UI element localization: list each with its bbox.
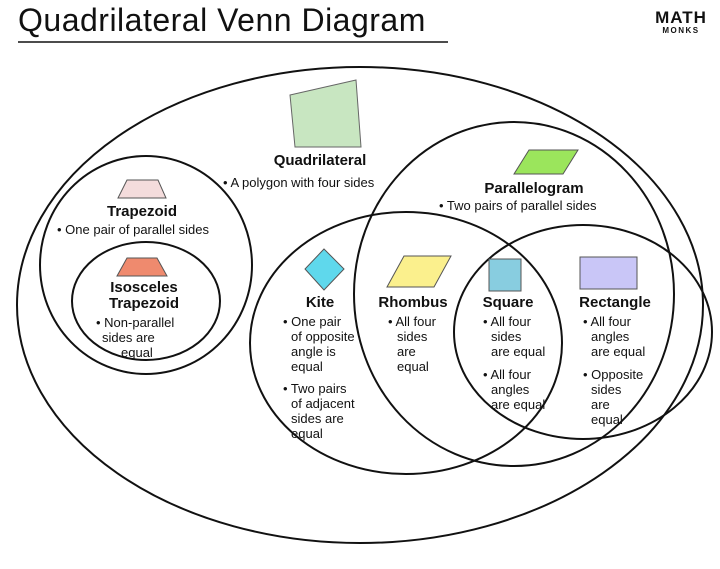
rectangle-bullet-line: sides: [591, 382, 622, 397]
kite-bullet-line: sides are: [291, 411, 344, 426]
parallelogram-shape: [513, 149, 579, 175]
rhombus-bullet-line: are: [397, 344, 416, 359]
parallelogram-bullet: • Two pairs of parallel sides: [439, 198, 597, 213]
math-monks-logo: MATH MONKS: [654, 8, 708, 35]
square-bullet-line: are equal: [491, 397, 545, 412]
kite-bullet-line: equal: [291, 426, 323, 441]
square-shape: [488, 258, 522, 292]
rectangle-shape: [579, 256, 638, 290]
square-bullet-line: sides: [491, 329, 522, 344]
isosceles-bullet-line: equal: [121, 345, 153, 360]
kite-bullet-line: • One pair: [283, 314, 342, 329]
kite-bullet-line: of opposite: [291, 329, 355, 344]
rectangle-bullet-line: are equal: [591, 344, 645, 359]
isosceles-bullet-line: • Non-parallel: [96, 315, 174, 330]
rhombus-shape: [386, 255, 452, 288]
kite-bullet-line: • Two pairs: [283, 381, 347, 396]
square-bullet-line: • All four: [483, 367, 532, 382]
logo-main-text: MATH: [655, 8, 707, 27]
isosceles-trapezoid-circle: [71, 241, 221, 361]
parallelogram-label: Parallelogram: [484, 180, 583, 197]
quadrilateral-circle: [16, 66, 704, 544]
trapezoid-label: Trapezoid: [107, 203, 177, 220]
rectangle-bullet-line: angles: [591, 329, 630, 344]
quadrilateral-bullet: • A polygon with four sides: [223, 175, 375, 190]
rhombus-bullet-line: sides: [397, 329, 428, 344]
logo-sub-text: MONKS: [662, 26, 700, 35]
page-title: Quadrilateral Venn Diagram: [18, 2, 426, 38]
rectangle-bullet-line: • Opposite: [583, 367, 643, 382]
rectangle-square-circle: [453, 224, 713, 440]
rhombus-bullet-line: • All four: [388, 314, 437, 329]
kite-bullet-line: of adjacent: [291, 396, 355, 411]
trapezoid-shape: [117, 179, 167, 199]
square-bullet-line: • All four: [483, 314, 532, 329]
quadrilateral-label: Quadrilateral: [274, 152, 367, 169]
quadrilateral-shape: [289, 79, 362, 148]
rhombus-bullet-line: equal: [397, 359, 429, 374]
kite-bullet-line: equal: [291, 359, 323, 374]
kite-label: Kite: [306, 294, 334, 311]
rectangle-bullet-line: equal: [591, 412, 623, 427]
trapezoid-circle: [39, 155, 253, 375]
parallelogram-circle: [353, 121, 675, 467]
rectangle-bullet-line: • All four: [583, 314, 632, 329]
kite-rhombus-circle: [249, 211, 563, 475]
square-label: Square: [483, 294, 534, 311]
square-bullet-line: angles: [491, 382, 530, 397]
rhombus-label: Rhombus: [378, 294, 447, 311]
isosceles-label-line2: Trapezoid: [109, 295, 179, 312]
rectangle-bullet-line: are: [591, 397, 610, 412]
kite-bullet-line: angle is: [291, 344, 336, 359]
kite-shape: [304, 248, 345, 291]
square-bullet-line: are equal: [491, 344, 545, 359]
isosceles-trapezoid-shape: [116, 257, 168, 277]
rectangle-label: Rectangle: [579, 294, 651, 311]
isosceles-bullet-line: sides are: [102, 330, 155, 345]
isosceles-label-line1: Isosceles: [110, 279, 178, 296]
trapezoid-bullet: • One pair of parallel sides: [57, 222, 209, 237]
